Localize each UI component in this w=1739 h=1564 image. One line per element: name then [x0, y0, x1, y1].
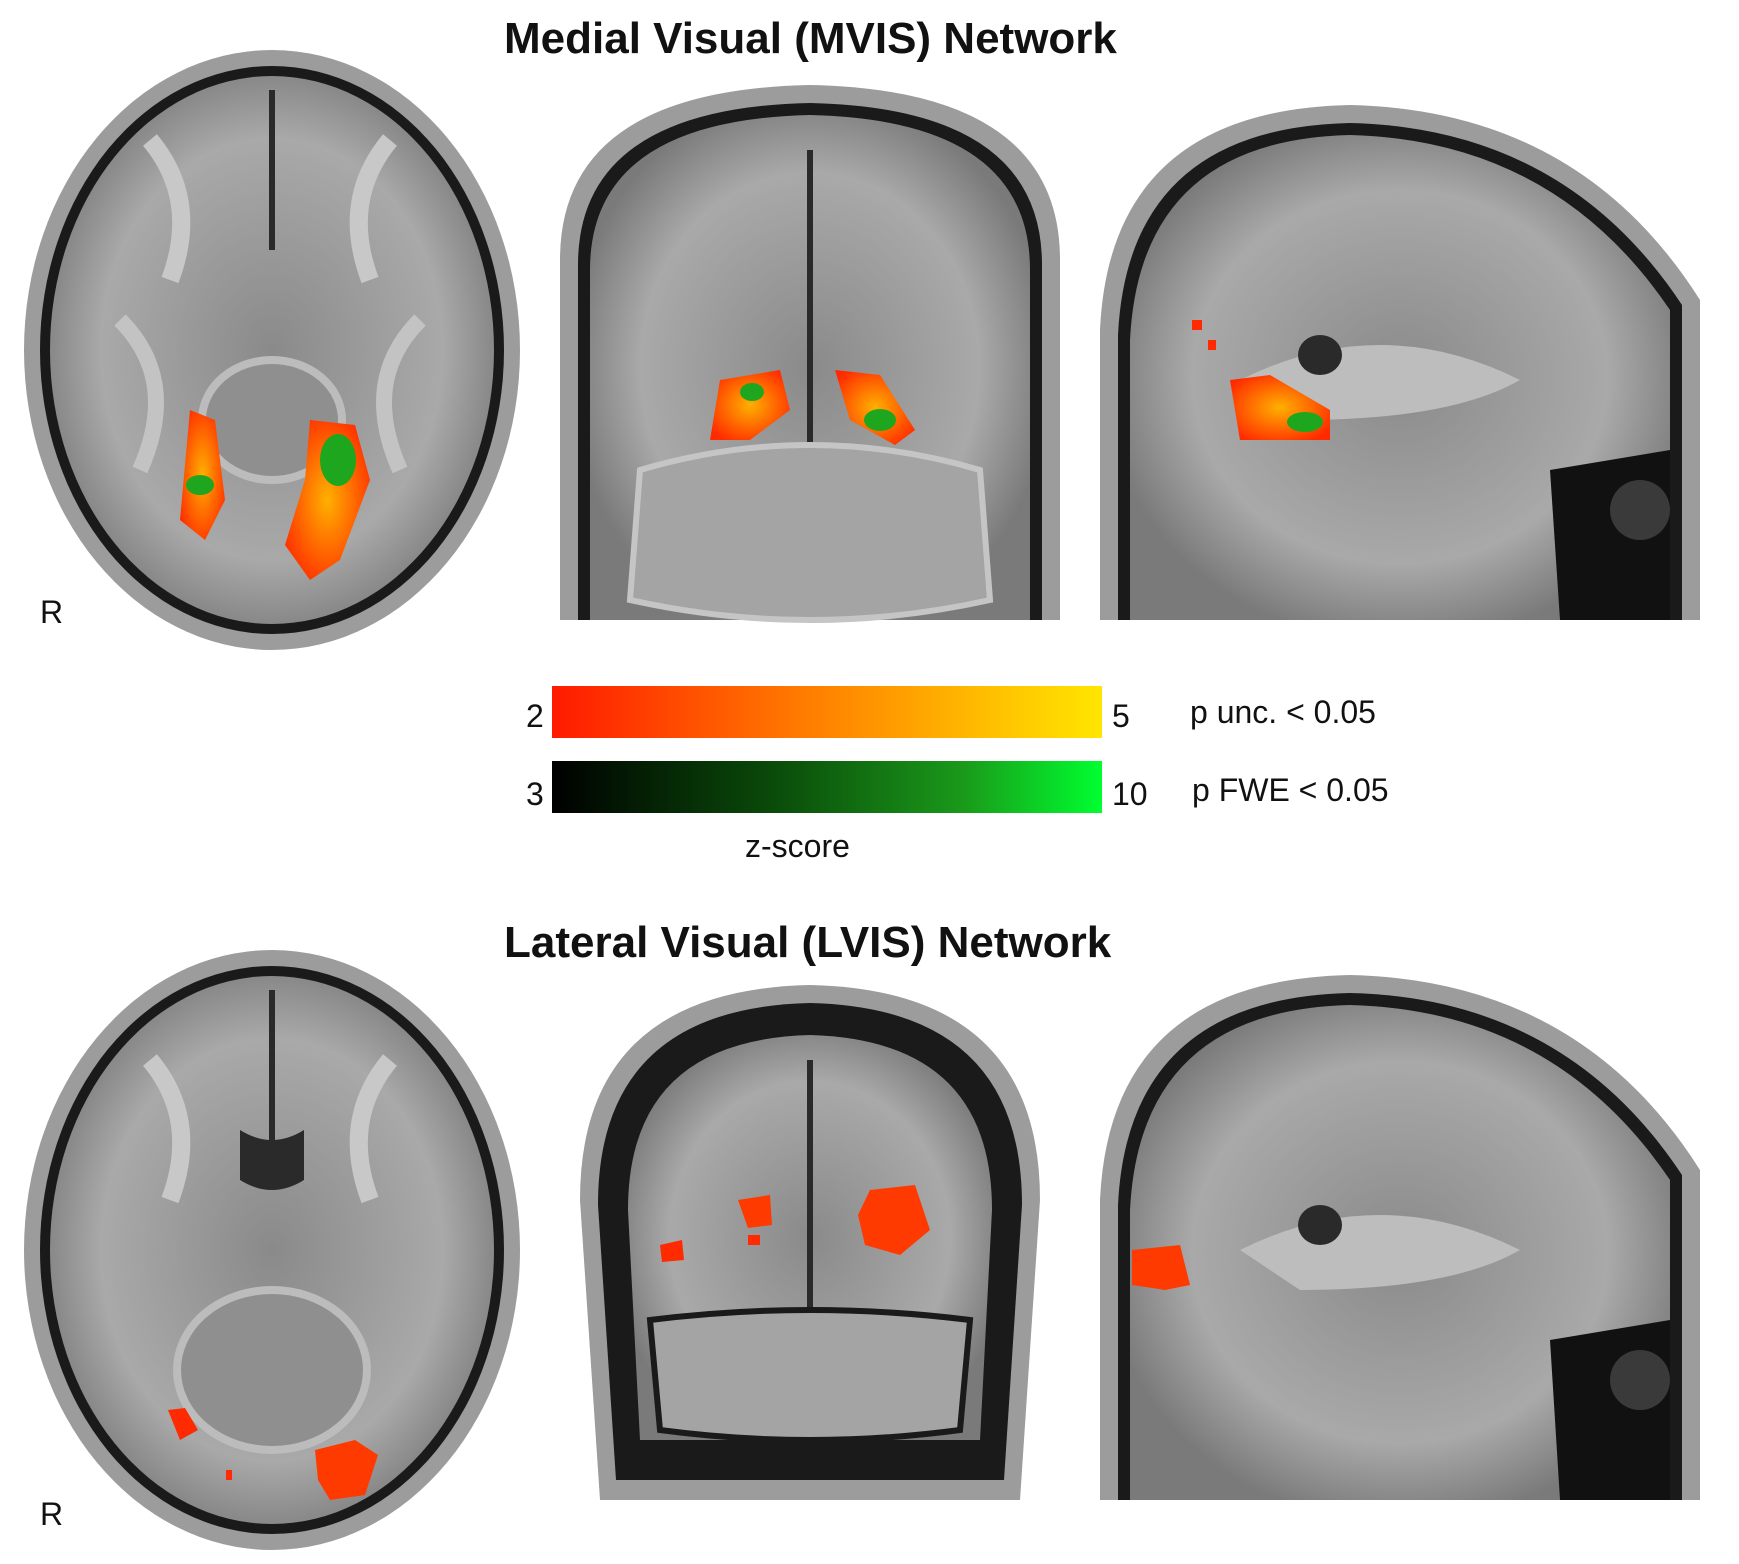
- lvis-title: Lateral Visual (LVIS) Network: [504, 918, 1112, 967]
- colorbar-unit-label: z-score: [745, 828, 850, 864]
- mvis-title: Medial Visual (MVIS) Network: [504, 14, 1117, 63]
- orientation-label-right: R: [40, 594, 64, 630]
- warm-colorbar-max: 5: [1112, 698, 1130, 734]
- mvis-axial-slice: [24, 50, 520, 650]
- orientation-label-right: R: [40, 1496, 64, 1532]
- mvis-sagittal-slice: [1100, 105, 1700, 620]
- green-colorbar-threshold: p FWE < 0.05: [1192, 772, 1389, 808]
- warm-colorbar-min: 2: [526, 698, 544, 734]
- green-colorbar-max: 10: [1112, 776, 1148, 812]
- lvis-axial-slice: [24, 950, 520, 1550]
- green-colorbar: [552, 761, 1102, 813]
- warm-colorbar-threshold: p unc. < 0.05: [1190, 694, 1376, 730]
- lvis-sagittal-slice: [1100, 975, 1700, 1500]
- lvis-coronal-slice: [580, 985, 1040, 1500]
- warm-colorbar: [552, 686, 1102, 738]
- mvis-coronal-slice: [560, 85, 1060, 623]
- green-colorbar-min: 3: [526, 776, 544, 812]
